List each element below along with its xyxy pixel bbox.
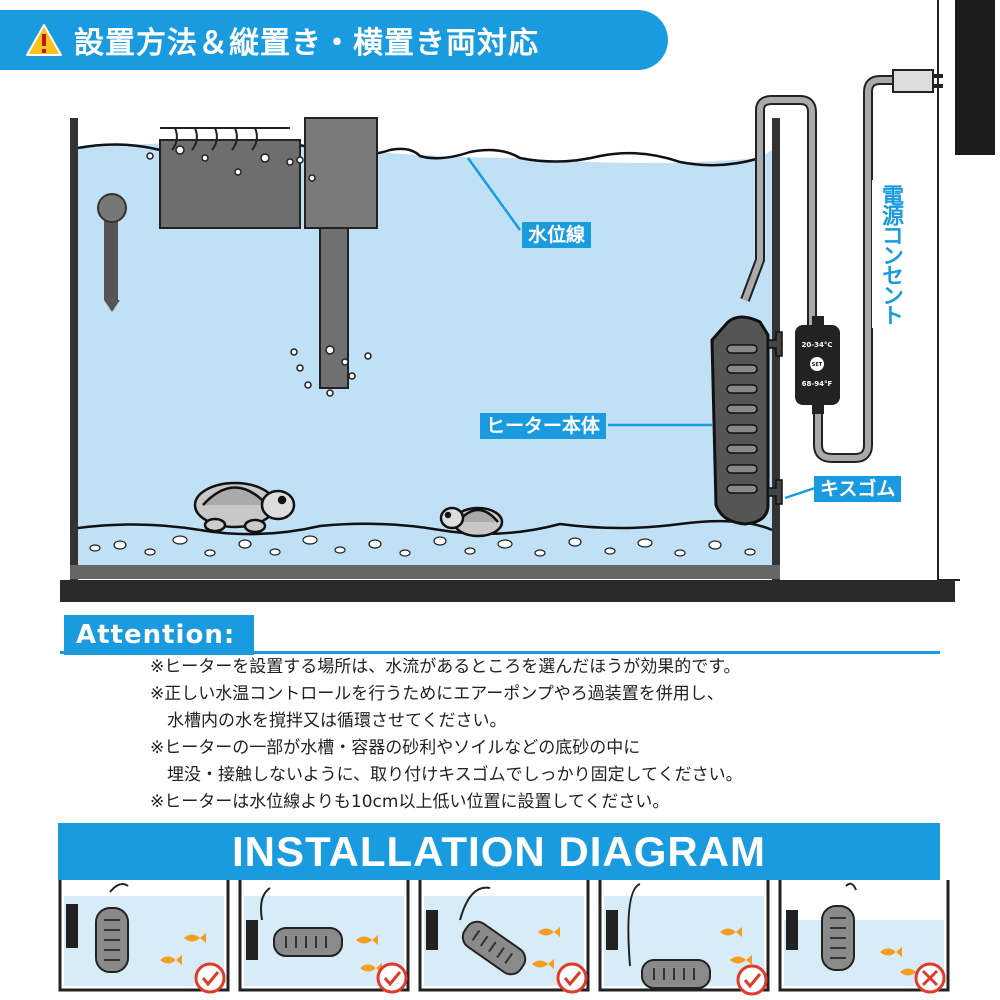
note-line: ※ヒーターは水位線よりも10cm以上低い位置に設置してください。 bbox=[150, 792, 670, 812]
page-title: 設置方法＆縦置き・横置き両対応 bbox=[74, 26, 539, 61]
power-outlet-label: 電源コンセント bbox=[872, 180, 908, 328]
suction-cup-label: キスゴム bbox=[814, 476, 902, 502]
water-line-label: 水位線 bbox=[522, 222, 592, 248]
panel-vertical bbox=[58, 880, 230, 994]
panel-above-water bbox=[778, 880, 950, 994]
installation-panels bbox=[58, 880, 950, 996]
heater-body-label: ヒーター本体 bbox=[480, 413, 607, 439]
note-line: 埋没・接触しないように、取り付けキスゴムでしっかり固定してください。 bbox=[150, 765, 743, 785]
controller-range-f: 68-94°F bbox=[802, 380, 833, 388]
note-line: ※ヒーターの一部が水槽・容器の砂利やソイルなどの底砂の中に bbox=[150, 738, 641, 758]
panel-horizontal bbox=[238, 880, 410, 994]
warning-icon bbox=[24, 20, 64, 60]
title-banner: 設置方法＆縦置き・横置き両対応 bbox=[0, 10, 668, 70]
attention-divider bbox=[60, 651, 940, 654]
attention-heading: Attention: bbox=[64, 615, 254, 655]
attention-notes: ※ヒーターを設置する場所は、水流があるところを選んだほうが効果的です。 ※正しい… bbox=[150, 654, 930, 816]
note-line: ※ヒーターを設置する場所は、水流があるところを選んだほうが効果的です。 bbox=[150, 657, 741, 677]
panel-diagonal bbox=[418, 880, 590, 994]
controller-set-button: SET bbox=[812, 362, 823, 368]
note-line: ※正しい水温コントロールを行うためにエアーポンプやろ過装置を併用し、 bbox=[150, 684, 724, 704]
aquarium-diagram: 20-34°C SET 68-94°F bbox=[60, 0, 995, 602]
note-line: 水槽内の水を撹拌又は循環させてください。 bbox=[150, 711, 507, 731]
controller-range-c: 20-34°C bbox=[801, 341, 832, 349]
panel-bottom bbox=[598, 880, 770, 996]
installation-heading: INSTALLATION DIAGRAM bbox=[58, 823, 940, 880]
